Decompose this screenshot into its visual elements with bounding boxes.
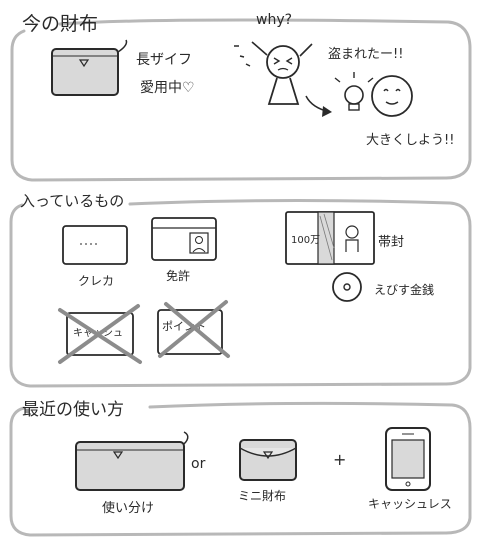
lightbulb-icon	[334, 72, 374, 111]
section-frame-contents	[9, 199, 472, 388]
long-wallet-icon	[51, 39, 128, 96]
item-label-license: 免許	[166, 268, 190, 283]
usage-label-mini-wallet: ミニ財布	[238, 488, 286, 503]
item-label-credit-card: クレカ	[78, 274, 114, 288]
section-frame-recent-usage	[9, 401, 472, 537]
wallet-note-favorite: 愛用中♡	[140, 80, 195, 96]
smiling-face-icon	[371, 75, 413, 117]
license-card-icon	[151, 217, 217, 261]
section-frame-current-wallet	[10, 18, 472, 182]
coin-icon	[332, 272, 362, 302]
wallet-note-long: 長ザイフ	[136, 52, 192, 68]
usage-label-cashless: キャッシュレス	[368, 497, 452, 511]
stressed-person-icon	[234, 41, 313, 105]
bundle-amount: 100万	[291, 235, 320, 246]
or-text: or	[191, 456, 206, 472]
item-label-bundle: 帯封	[378, 235, 404, 250]
usage-label-separate: 使い分け	[102, 500, 154, 516]
smartphone-icon	[385, 427, 431, 491]
long-wallet-icon	[75, 431, 189, 491]
banknote-bundle-icon	[285, 211, 375, 265]
bigger-text: 大きくしよう!!	[366, 133, 454, 148]
mini-wallet-icon	[239, 439, 297, 481]
cross-mark-icon	[158, 300, 230, 358]
arrow-right-icon	[305, 95, 332, 117]
stolen-text: 盗まれたー!!	[328, 46, 403, 62]
plus-text: +	[333, 450, 346, 469]
section-title-recent-usage: 最近の使い方	[22, 399, 124, 420]
item-label-coin: えびす金銭	[374, 282, 434, 297]
section-title-contents: 入っているもの	[20, 192, 124, 210]
why-label: why?	[256, 12, 292, 28]
credit-card-icon	[62, 225, 128, 265]
cross-mark-icon	[58, 304, 142, 364]
section-title-current-wallet: 今の財布	[22, 13, 98, 35]
